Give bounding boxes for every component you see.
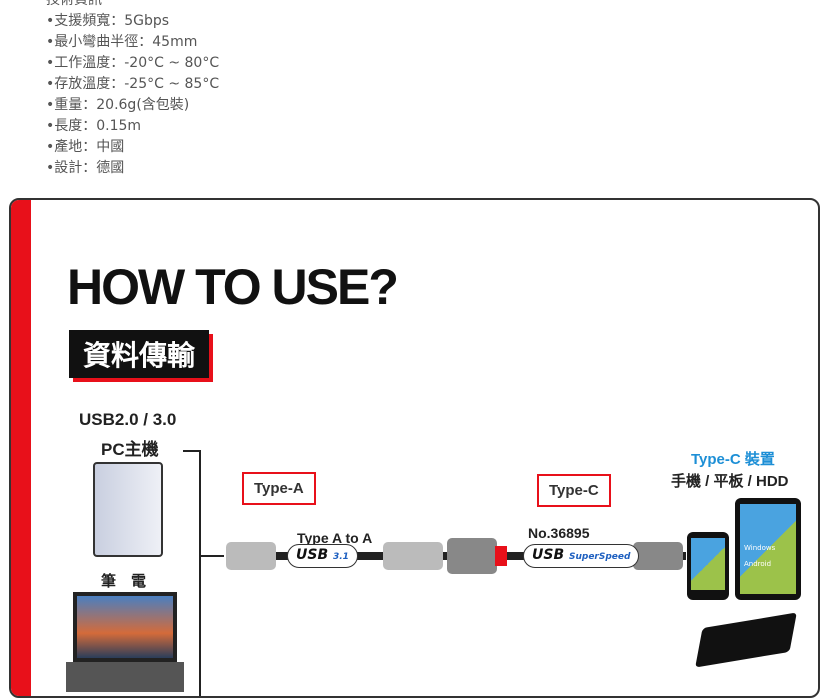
type-a-box: Type-A: [242, 472, 316, 505]
bracket-line: [199, 450, 201, 696]
usb-a-socket: [447, 538, 497, 574]
usb-a-plug: [226, 542, 276, 570]
spec-item: •重量：20.6g(含包裝): [46, 97, 190, 113]
pc-label: PC主機: [101, 440, 159, 459]
how-to-use-image: HOW TO USE? 資料傳輸 USB2.0 / 3.0 PC主機 筆 電 T…: [9, 198, 820, 698]
laptop-keyboard: [66, 662, 184, 692]
pc-tower-icon: [93, 462, 163, 557]
accent-bar: [11, 200, 31, 696]
bracket-line: [183, 450, 201, 452]
spec-heading: 技術資訊: [46, 0, 102, 8]
phone-icon: [687, 532, 729, 600]
notebook-label: 筆 電: [101, 573, 147, 590]
usb-superspeed: SuperSpeed: [569, 552, 631, 562]
host-label: USB2.0 / 3.0: [79, 410, 177, 429]
bracket-line: [199, 555, 224, 557]
type-c-box: Type-C: [537, 474, 611, 507]
spec-item: •長度：0.15m: [46, 118, 142, 134]
android-label: Android: [744, 560, 772, 568]
laptop-icon: [73, 592, 177, 662]
hdd-icon: [695, 612, 797, 668]
usb-text: USB: [296, 547, 329, 563]
red-collar: [495, 546, 507, 566]
spec-item: •設計：德國: [46, 160, 125, 176]
model-label: No.36895: [528, 525, 590, 541]
usb-version: 3.1: [333, 552, 349, 562]
spec-item: •工作溫度：-20°C ~ 80°C: [46, 55, 220, 71]
data-transfer-badge: 資料傳輸: [69, 330, 210, 378]
type-c-plug: [633, 542, 683, 570]
usb-logo: USB 3.1: [287, 544, 358, 568]
device-list: 手機 / 平板 / HDD: [671, 473, 789, 490]
spec-item: •支援頻寬：5Gbps: [46, 13, 170, 29]
windows-label: Windows: [744, 544, 776, 552]
how-title: HOW TO USE?: [67, 259, 399, 315]
phone-screen: [691, 538, 725, 590]
spec-item: •最小彎曲半徑：45mm: [46, 34, 198, 50]
spec-list: 技術資訊 •支援頻寬：5Gbps •最小彎曲半徑：45mm •工作溫度：-20°…: [46, 0, 219, 179]
usb-text: USB: [532, 547, 565, 563]
spec-item: •存放溫度：-25°C ~ 85°C: [46, 76, 220, 92]
usb-logo: USB SuperSpeed: [523, 544, 640, 568]
usb-a-plug: [383, 542, 443, 570]
a-to-a-label: Type A to A: [297, 530, 373, 546]
device-title: Type-C 裝置: [691, 451, 775, 468]
spec-item: •產地：中國: [46, 139, 125, 155]
